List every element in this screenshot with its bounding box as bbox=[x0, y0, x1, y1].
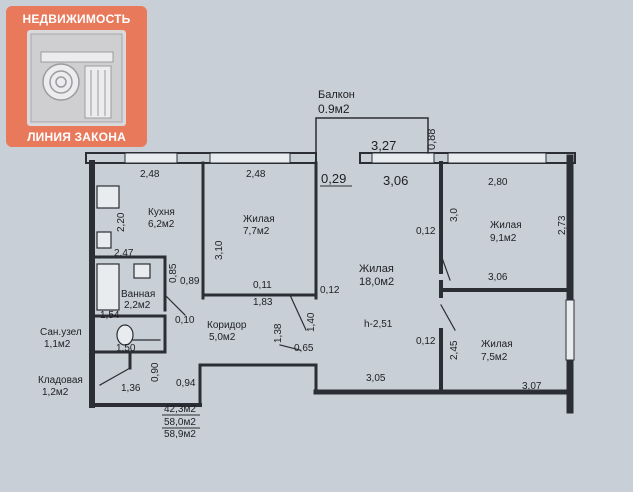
walls bbox=[85, 117, 576, 414]
dimension: 3,10 bbox=[214, 240, 225, 260]
dimension: 0,12 bbox=[416, 336, 436, 347]
sink-bath-icon bbox=[133, 263, 151, 279]
ceiling-height: h-2,51 bbox=[364, 319, 393, 330]
room-area-living2: 18,0м2 bbox=[359, 276, 394, 288]
dimension: 2,20 bbox=[116, 212, 127, 232]
dimension: 1,50 bbox=[116, 343, 136, 354]
stove-icon bbox=[96, 185, 120, 209]
dimension: 3,05 bbox=[366, 373, 386, 384]
dimension: 0,85 bbox=[168, 263, 179, 283]
total-area-living: 42,3м2 bbox=[164, 404, 196, 415]
room-area-wc: 1,1м2 bbox=[44, 339, 71, 350]
dimension: 3,06 bbox=[488, 272, 508, 283]
door-bath bbox=[164, 294, 186, 316]
room-name-balcony: Балкон bbox=[318, 89, 355, 101]
dimension: 2,47 bbox=[114, 248, 134, 259]
room-name-living2: Жилая bbox=[359, 263, 394, 275]
company-logo: НЕДВИЖИМОСТЬ ЛИНИЯ ЗАКОНА bbox=[6, 6, 147, 147]
door-living1 bbox=[289, 294, 307, 331]
dimension: 0,10 bbox=[175, 315, 195, 326]
room-area-corridor: 5,0м2 bbox=[209, 332, 236, 343]
dimension: 1,40 bbox=[306, 312, 317, 332]
dimension: 3,06 bbox=[383, 173, 408, 188]
toilet-icon bbox=[116, 324, 134, 346]
dimension: 0,94 bbox=[176, 378, 196, 389]
dimension: 0,29 bbox=[321, 171, 346, 186]
total-area-general: 58,0м2 bbox=[164, 417, 196, 428]
room-name-storage: Кладовая bbox=[38, 375, 83, 386]
door-living4 bbox=[440, 304, 456, 331]
dimension: 1,36 bbox=[121, 383, 141, 394]
door-storage bbox=[99, 367, 131, 386]
room-name-bath: Ванная bbox=[121, 289, 155, 300]
window-top-1 bbox=[124, 152, 178, 164]
room-area-living3: 9,1м2 bbox=[490, 233, 517, 244]
dimension: 3,0 bbox=[449, 208, 460, 222]
room-name-corridor: Коридор bbox=[207, 320, 247, 331]
dimension: 0,12 bbox=[416, 226, 436, 237]
dimension: 2,48 bbox=[140, 169, 160, 180]
dimension: 0,12 bbox=[320, 285, 340, 296]
door-living3 bbox=[440, 254, 451, 281]
dimension: 1,54 bbox=[100, 310, 120, 321]
dimension: 1,38 bbox=[273, 323, 284, 343]
dimension: 0,89 bbox=[180, 276, 200, 287]
dimension: 1,83 bbox=[253, 297, 273, 308]
ionic-column-capital-icon bbox=[27, 30, 126, 126]
room-name-kitchen: Кухня bbox=[148, 207, 175, 218]
dimension: 3,07 bbox=[522, 381, 542, 392]
dimension: 3,27 bbox=[371, 138, 396, 153]
room-area-balcony: 0.9м2 bbox=[318, 102, 350, 116]
dimension: 0,88 bbox=[426, 129, 438, 150]
dimension: 2,45 bbox=[449, 340, 460, 360]
dimension: 2,73 bbox=[557, 215, 568, 235]
logo-text-bottom: ЛИНИЯ ЗАКОНА bbox=[27, 130, 126, 144]
top-wall-left bbox=[85, 152, 317, 164]
dimension: 0,11 bbox=[253, 280, 272, 291]
labels: Балкон 0.9м2 Кухня 6,2м2 Жилая 7,7м2 Жил… bbox=[38, 89, 522, 440]
sink-kitchen-icon bbox=[96, 231, 112, 249]
dimension: 0,90 bbox=[150, 362, 161, 382]
dimension: 2,48 bbox=[246, 169, 266, 180]
room-area-living4: 7,5м2 bbox=[481, 352, 508, 363]
room-area-bath: 2,2м2 bbox=[124, 300, 151, 311]
window-top-4 bbox=[447, 152, 547, 164]
room-area-living1: 7,7м2 bbox=[243, 226, 270, 237]
bathtub-icon bbox=[96, 263, 120, 311]
dimensions: 2,48 2,48 3,27 0,88 0,29 3,06 2,80 2,20 … bbox=[100, 129, 568, 394]
room-area-storage: 1,2м2 bbox=[42, 387, 69, 398]
balcony-outline bbox=[315, 117, 429, 154]
logo-text-top: НЕДВИЖИМОСТЬ bbox=[22, 12, 131, 26]
window-right bbox=[565, 299, 575, 361]
window-top-3 bbox=[371, 152, 435, 164]
room-name-living4: Жилая bbox=[481, 339, 513, 350]
room-area-kitchen: 6,2м2 bbox=[148, 219, 175, 230]
window-top-2 bbox=[209, 152, 291, 164]
total-area-with-balcony: 58,9м2 bbox=[164, 429, 196, 440]
room-name-wc: Сан.узел bbox=[40, 327, 82, 338]
door-corridor bbox=[279, 344, 301, 351]
dimension: 0,65 bbox=[294, 343, 314, 354]
dimension: 2,80 bbox=[488, 177, 508, 188]
room-name-living3: Жилая bbox=[490, 220, 522, 231]
room-name-living1: Жилая bbox=[243, 214, 275, 225]
